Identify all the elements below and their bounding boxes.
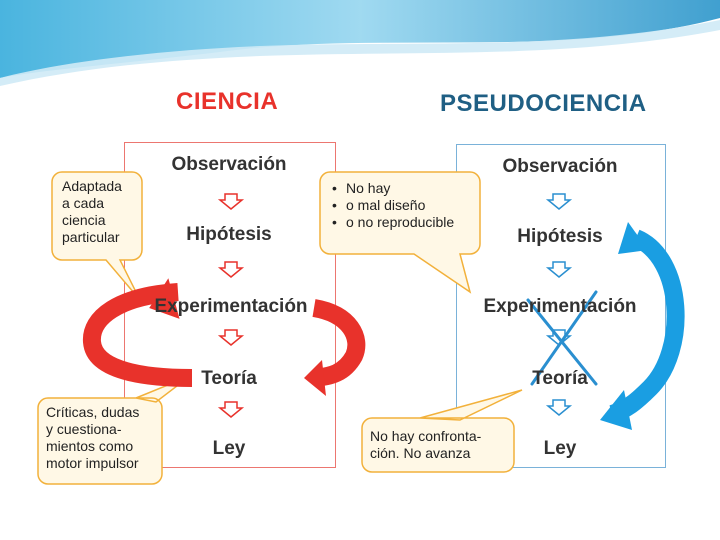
pseudociencia-title: PSEUDOCIENCIA: [440, 90, 647, 117]
callout-line: particular: [62, 229, 120, 245]
callout-line: Críticas, dudas: [46, 404, 140, 420]
callout-confrontacion-bubble: [361, 389, 523, 473]
down-arrow-icon: [217, 401, 245, 418]
blue-arrowhead-bottom-icon: [600, 390, 632, 430]
callout-line: motor impulsor: [46, 455, 139, 471]
callout-line: mientos como: [46, 438, 134, 454]
blue-arrowhead-icon: [618, 222, 648, 254]
down-arrow-icon: [217, 261, 245, 278]
callout-line: y cuestiona-: [46, 421, 122, 437]
ciencia-step-ley: Ley: [212, 438, 246, 459]
blue-curved-arrow-icon: [609, 229, 685, 423]
red-left-arrowhead-icon: [149, 278, 180, 319]
callout-criticas-bubble: [37, 375, 191, 485]
pseudo-step-teoria: Teoría: [532, 368, 588, 389]
ciencia-title: CIENCIA: [176, 88, 279, 115]
pseudo-step-ley: Ley: [543, 438, 577, 459]
pseudo-step-observacion: Observación: [502, 156, 618, 177]
red-right-arrowhead-icon: [304, 360, 326, 396]
callout-line: ciencia: [62, 212, 106, 228]
ciencia-step-observacion: Observación: [171, 154, 287, 175]
callout-bullet: o no reproducible: [332, 214, 454, 231]
header-swoosh: [0, 0, 720, 78]
ciencia-step-teoria: Teoría: [201, 368, 257, 389]
ciencia-down-arrows: [217, 193, 245, 418]
ciencia-step-experimentacion: Experimentación: [154, 296, 308, 317]
callout-confrontacion: No hay confronta- ción. No avanza: [370, 428, 481, 462]
ciencia-step-hipotesis: Hipótesis: [186, 224, 272, 245]
down-arrow-icon: [545, 193, 573, 210]
pseudo-step-experimentacion: Experimentación: [483, 296, 637, 317]
pseudo-step-hipotesis: Hipótesis: [517, 226, 603, 247]
header-swoosh-light: [0, 20, 720, 86]
down-arrow-icon: [545, 261, 573, 278]
callout-line: ción. No avanza: [370, 445, 471, 461]
callout-bullet: o mal diseño: [332, 197, 454, 214]
callout-line: a cada: [62, 195, 105, 211]
callout-adaptada: Adaptada a cada ciencia particular: [62, 178, 122, 246]
cross-icon: [526, 290, 598, 386]
callout-criticas: Críticas, dudas y cuestiona- mientos com…: [46, 404, 139, 472]
callout-adaptada-bubble: [51, 171, 143, 301]
down-arrow-icon: [217, 193, 245, 210]
down-arrow-icon: [545, 399, 573, 416]
callout-bullet: No hay: [332, 180, 454, 197]
callout-no-hay: No hay o mal diseño o no reproducible: [332, 180, 454, 231]
red-right-curved-arrow-icon: [312, 299, 366, 387]
callout-line: Adaptada: [62, 178, 122, 194]
red-left-curved-arrow-icon: [82, 283, 193, 387]
callout-line: No hay confronta-: [370, 428, 482, 444]
down-arrow-icon: [217, 329, 245, 346]
